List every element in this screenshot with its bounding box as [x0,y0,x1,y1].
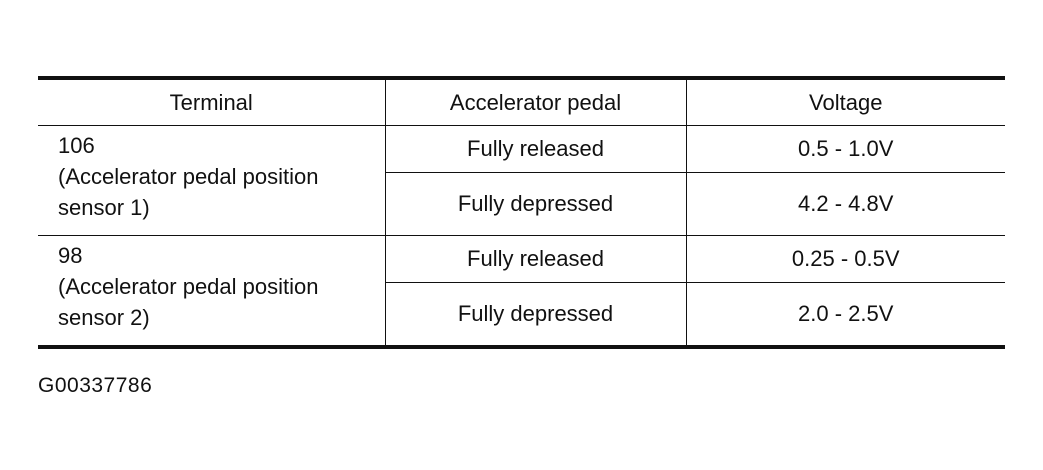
header-voltage: Voltage [685,76,1005,126]
terminal-description: (Accelerator pedal position sensor 1) [58,164,319,220]
terminal-cell-98: 98 (Accelerator pedal position sensor 2) [38,235,386,349]
voltage-cell: 0.25 - 0.5V [685,235,1005,283]
terminal-number: 106 [58,133,95,158]
table-row: Fully depressed 2.0 - 2.5V [38,282,1005,349]
pedal-state-cell: Fully depressed [384,282,687,349]
table-row: 98 (Accelerator pedal position sensor 2)… [38,235,1005,349]
terminal-cell-106: 106 (Accelerator pedal position sensor 1… [38,125,386,236]
voltage-cell: 0.5 - 1.0V [685,125,1005,173]
table-row: Fully depressed 4.2 - 4.8V [38,172,1005,236]
voltage-cell: 4.2 - 4.8V [685,172,1005,236]
terminal-description: (Accelerator pedal position sensor 2) [58,274,319,330]
table-row: 106 (Accelerator pedal position sensor 1… [38,125,1005,236]
pedal-state-cell: Fully released [384,125,687,173]
voltage-cell: 2.0 - 2.5V [685,282,1005,349]
table-header-row: Terminal Accelerator pedal Voltage [38,76,1005,126]
header-accelerator-pedal: Accelerator pedal [384,76,687,126]
terminal-number: 98 [58,243,83,268]
pedal-state-cell: Fully depressed [384,172,687,236]
figure-id-label: G00337786 [38,374,153,397]
pedal-state-cell: Fully released [384,235,687,283]
voltage-spec-table: Terminal Accelerator pedal Voltage 106 (… [38,76,1005,349]
header-terminal: Terminal [38,76,386,126]
